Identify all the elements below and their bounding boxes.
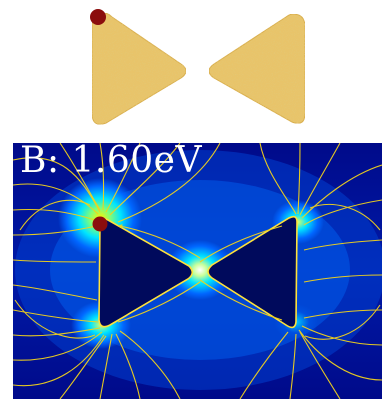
top-panel: [90, 9, 306, 125]
gold-triangle-right-icon: [208, 13, 306, 124]
streamlines: [13, 143, 382, 399]
field-panel: [13, 143, 382, 399]
red-dot-marker-icon: [92, 216, 108, 232]
field-particle-right: [207, 215, 298, 329]
red-dot-marker-icon: [90, 9, 106, 25]
panel-label: B: 1.60eV: [20, 140, 202, 181]
gold-triangle-left-icon: [91, 12, 187, 125]
